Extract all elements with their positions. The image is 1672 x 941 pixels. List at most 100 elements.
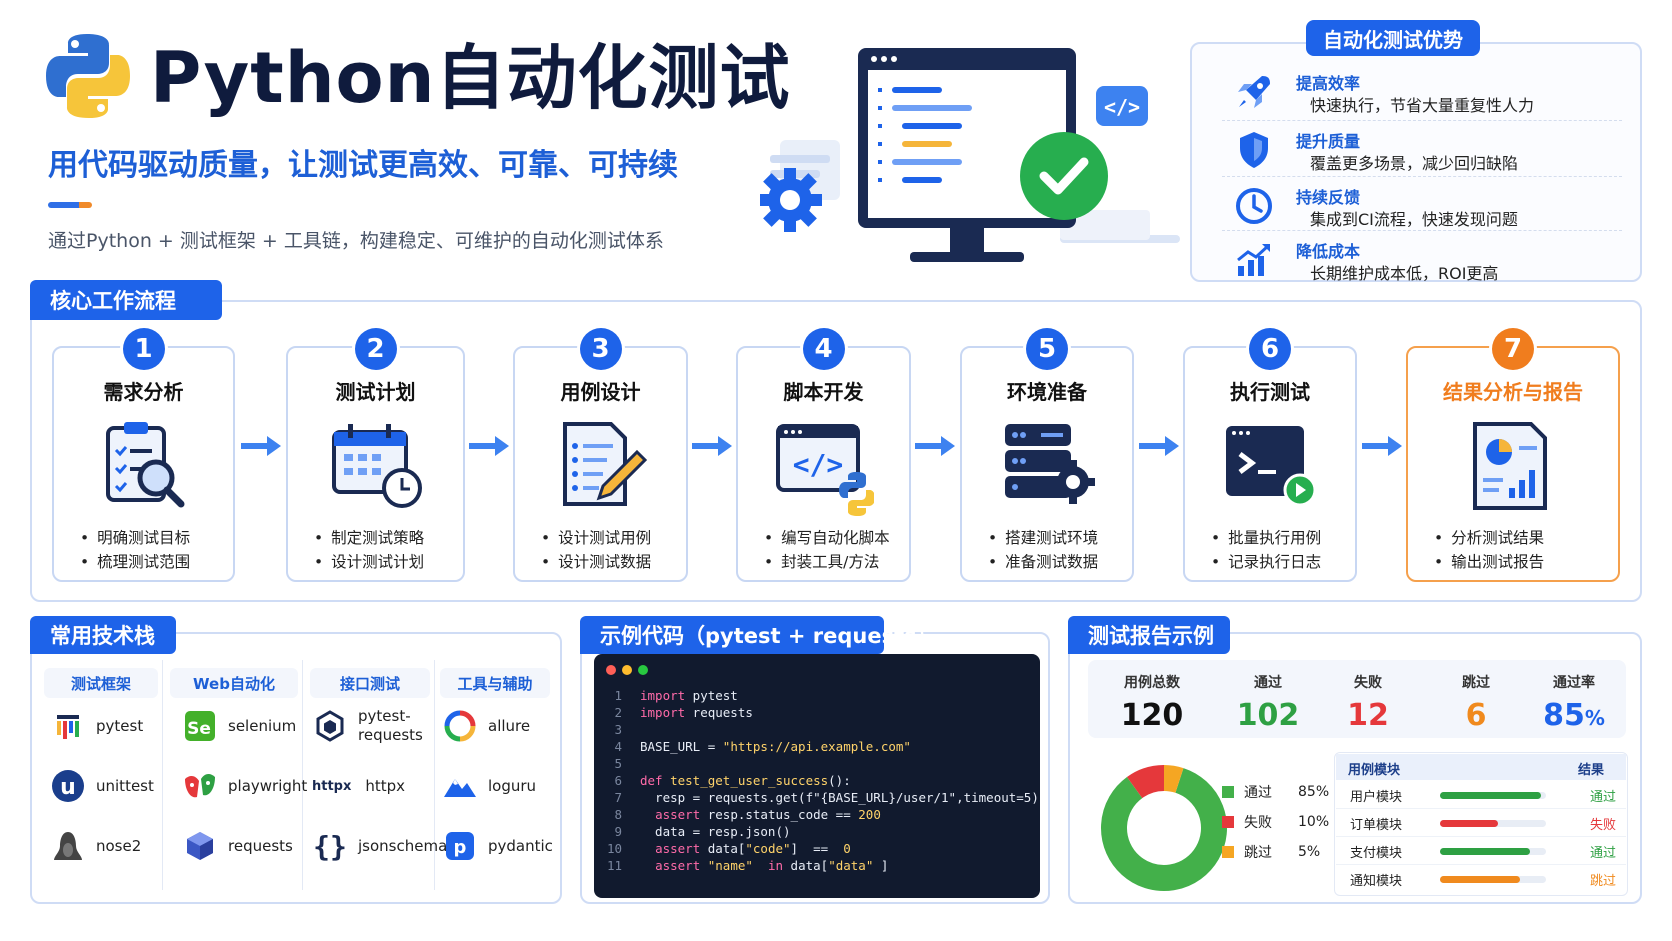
step-title: 需求分析 [103, 380, 184, 404]
tech-item-label: selenium [228, 717, 297, 735]
tech-column-header: Web自动化 [170, 668, 298, 698]
line-number: 7 [614, 790, 622, 805]
page-description: 通过Python + 测试框架 + 工具链，构建稳定、可维护的自动化测试体系 [48, 230, 664, 252]
step-bullet: 编写自动化脚本 [764, 526, 890, 548]
progress-track [1440, 792, 1546, 799]
advantage-item: 降低成本 长期维护成本低，ROI更高 [1222, 232, 1632, 283]
workflow-step-5: 5 环境准备 搭建测试环境 准备测试数据 [960, 328, 1134, 582]
code-line: 10 assert data["code"] == 0 [594, 841, 1040, 858]
close-dot-icon [606, 665, 616, 675]
stat-passed: 通过 102 [1218, 672, 1318, 733]
step-title: 执行测试 [1230, 380, 1310, 404]
legend-percent: 5% [1298, 844, 1321, 860]
rocket-icon [1238, 76, 1270, 108]
divider [162, 660, 163, 890]
code-token: assert [655, 841, 701, 856]
code-token: requests [685, 705, 753, 720]
step-number: 2 [354, 328, 397, 370]
stat-value: 102 [1236, 698, 1300, 733]
table-row: 用户模块通过 [1338, 782, 1626, 808]
arrow-right-icon [692, 436, 732, 456]
workflow-step-2: 2 测试计划 制定测试策略 设计测试计划 [286, 328, 465, 582]
divider [302, 660, 303, 890]
code-token [663, 773, 671, 788]
step-number: 3 [579, 328, 622, 370]
requests-cube-icon [182, 828, 218, 864]
code-token: "data" [828, 858, 874, 873]
module-table-header [1336, 754, 1626, 780]
code-token: 200 [858, 807, 881, 822]
progress-fill [1440, 820, 1499, 827]
step-number: 4 [802, 328, 845, 370]
growth-chart-icon [1237, 244, 1270, 276]
code-sample-tag: 示例代码（pytest + requests） [580, 616, 938, 654]
page-subtitle: 用代码驱动质量，让测试更高效、可靠、可持续 [48, 148, 678, 183]
step-bullet: 准备测试数据 [988, 550, 1098, 572]
legend-swatch [1222, 816, 1234, 828]
code-token: data = resp.json() [640, 824, 791, 839]
stats-strip [1088, 660, 1626, 738]
advantages-panel: 提高效率 快速执行，节省大量重复性人力 提升质量 覆盖更多场景，减少回归缺陷 持… [1190, 42, 1642, 283]
tech-item-loguru: loguru [442, 766, 536, 806]
code-token: pytest [685, 688, 738, 703]
code-token: 0 [843, 841, 851, 856]
code-token: "name" [707, 858, 753, 873]
line-number: 5 [614, 756, 622, 771]
step-bullet: 输出测试报告 [1434, 550, 1544, 572]
step-number: 5 [1026, 328, 1068, 370]
divider [1222, 176, 1622, 177]
step-bullet: 批量执行用例 [1211, 526, 1321, 548]
advantage-desc: 长期维护成本低，ROI更高 [1310, 264, 1499, 283]
advantage-desc: 集成到CI流程，快速发现问题 [1310, 210, 1518, 229]
minimize-dot-icon [622, 665, 632, 675]
workflow-step-3: 3 用例设计 设计测试用例 设计测试数据 [513, 328, 688, 582]
divider [1222, 120, 1622, 121]
code-token: in [767, 858, 784, 873]
step-bullet: 明确测试目标 [80, 526, 190, 548]
page-title: Python自动化测试 [150, 37, 791, 119]
code-token: def [640, 773, 663, 788]
step-bullet: 封装工具/方法 [764, 550, 879, 572]
step-bullet: 设计测试用例 [541, 526, 651, 548]
step-title: 脚本开发 [783, 380, 864, 404]
python-logo-icon [42, 30, 134, 122]
code-token [640, 841, 655, 856]
checklist-magnifier-icon [105, 422, 184, 508]
module-table-header-module: 用例模块 [1348, 763, 1401, 778]
tech-item-label: jsonschema [358, 837, 448, 855]
donut-slice-1 [1101, 768, 1227, 891]
step-number: 7 [1492, 328, 1534, 370]
tech-item-label: pytest [96, 717, 144, 735]
accent-bar [48, 202, 92, 208]
step-bullet: 制定测试策略 [314, 526, 424, 548]
tech-item-httpx: httpx httpx [312, 766, 405, 806]
code-token: "code" [745, 841, 791, 856]
arrow-right-icon [915, 436, 955, 456]
svg-text:</>: </> [792, 448, 843, 481]
code-line: 9 data = resp.json() [594, 824, 1040, 841]
stat-label: 跳过 [1462, 675, 1490, 691]
table-row: 支付模块通过 [1338, 838, 1626, 864]
result-donut-chart [1101, 765, 1227, 891]
workflow-step-1: 1 需求分析 明确测试目标 梳理测试范围 [52, 328, 235, 582]
legend-swatch [1222, 786, 1234, 798]
workflow-step-7: 7 结果分析与报告 分析测试结果 输出测试报告 [1406, 328, 1620, 582]
module-table-header-result: 结果 [1578, 763, 1605, 778]
workflow-step-6: 6 执行测试 批量执行用例 记录执行日志 [1183, 328, 1357, 582]
divider [1336, 864, 1626, 865]
stat-pass-rate: 通过率 85% [1524, 672, 1624, 733]
server-gear-icon [1005, 424, 1095, 504]
code-token [700, 858, 708, 873]
line-number: 9 [614, 824, 622, 839]
tech-column-header: 接口测试 [310, 668, 430, 698]
tech-item-label: httpx [365, 777, 406, 795]
progress-track [1440, 848, 1546, 855]
code-line: 11 assert "name" in data["data" ] [594, 858, 1040, 875]
code-token: import [640, 688, 686, 703]
code-token: assert [655, 858, 701, 873]
module-result: 通过 [1589, 845, 1616, 861]
advantage-desc: 覆盖更多场景，减少回归缺陷 [1310, 154, 1519, 173]
progress-fill [1440, 848, 1531, 855]
allure-icon [442, 708, 478, 744]
